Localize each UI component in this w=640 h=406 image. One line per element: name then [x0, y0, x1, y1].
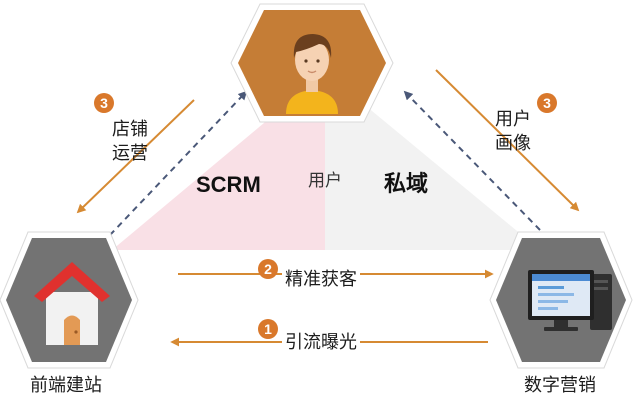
step-badge-traffic-exposure: 1: [258, 319, 278, 339]
house-icon: [34, 262, 110, 345]
digital-marketing-node-label: 数字营销: [524, 375, 596, 396]
private-domain-label: 私域: [384, 172, 429, 197]
arrow-store-operation: [76, 99, 195, 214]
store-operation-label-line2: 运营: [112, 143, 148, 164]
step-badge-precise-acquisition: 2: [258, 259, 278, 279]
website-node: [0, 231, 139, 369]
step-badge-store-operation: 3: [94, 93, 114, 113]
scrm-label: SCRM: [196, 172, 261, 197]
user-node: [230, 3, 394, 123]
user-portrait-label-line1: 用户: [495, 109, 531, 130]
precise-acquisition-label: 精准获客: [282, 268, 360, 291]
desktop-computer-icon: [528, 270, 612, 331]
user-portrait-label-line2: 画像: [495, 133, 531, 154]
arrow-user-portrait: [435, 69, 580, 212]
digital-marketing-node: [489, 231, 633, 369]
step-badge-user-portrait: 3: [537, 93, 557, 113]
user-avatar-icon: [286, 34, 338, 114]
private-domain-region: [325, 72, 540, 250]
traffic-exposure-label: 引流曝光: [282, 331, 360, 354]
user-center-label: 用户: [308, 171, 342, 191]
store-operation-label-line1: 店铺: [112, 119, 148, 140]
website-node-label: 前端建站: [30, 375, 102, 396]
